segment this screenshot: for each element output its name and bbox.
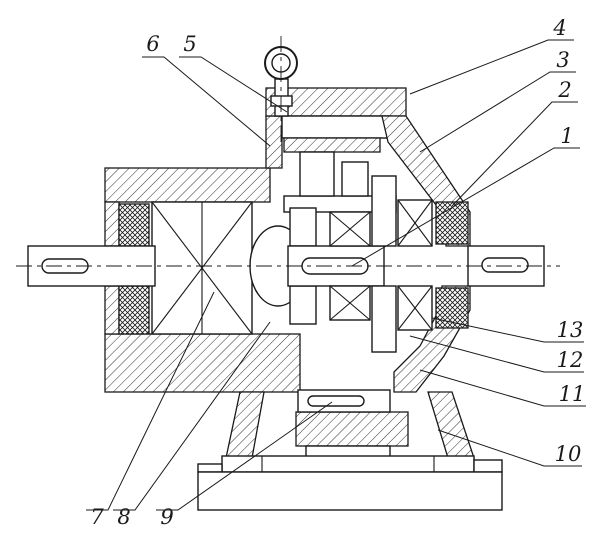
- callout-label-9: 9: [160, 505, 173, 529]
- callout-label-6: 6: [146, 32, 159, 56]
- leader-line-4: [409, 39, 574, 95]
- upper-gear-small: [341, 161, 369, 197]
- leader-line-11: [419, 369, 586, 407]
- callout-label-13: 13: [557, 318, 584, 342]
- top-cover-inner-band: [283, 137, 381, 153]
- main-gear-block: [151, 201, 253, 335]
- leader-line-3: [419, 71, 576, 153]
- bearing-cross-2: [397, 199, 433, 247]
- seal-right-upper: [435, 201, 469, 245]
- right-shaft-keyway: [481, 257, 529, 273]
- right-gear-plate-upper: [371, 175, 397, 247]
- bearing-center-lower: [329, 285, 371, 321]
- seal-right-lower: [435, 287, 469, 329]
- base-upper-plate: [221, 455, 475, 473]
- leader-lines: [86, 39, 586, 511]
- leader-line-12: [409, 335, 584, 373]
- housing-foot-right: [427, 391, 475, 459]
- leader-line-13: [431, 317, 584, 343]
- base-right-step: [473, 459, 503, 473]
- upper-gear-large: [299, 151, 335, 197]
- bottom-cover-block: [295, 411, 409, 447]
- leader-line-1: [351, 147, 580, 267]
- leader-line-8: [113, 321, 271, 511]
- callout-label-8: 8: [117, 505, 130, 529]
- hub-step-upper: [289, 207, 317, 247]
- bearing-cross-2: [329, 285, 371, 321]
- leader-line-6: [142, 56, 271, 147]
- eye-bolt-collar: [270, 95, 293, 107]
- bottom-plate-slot: [307, 395, 365, 407]
- leader-line-9: [156, 401, 333, 511]
- leader-line-2: [451, 101, 578, 207]
- callout-labels: 1 2 3 4 5 6 7 8 9 10 11 12 13: [90, 16, 585, 529]
- base-main-plate: [197, 471, 503, 511]
- callout-label-4: 4: [552, 16, 566, 40]
- housing-bottom-wall: [104, 333, 301, 393]
- centerlines: [16, 36, 560, 267]
- bearing-center-upper: [329, 211, 371, 247]
- base-assembly: [197, 389, 503, 511]
- callout-label-10: 10: [555, 442, 582, 466]
- right-gear-plate-lower: [371, 285, 397, 353]
- bearing-cross-2: [329, 211, 371, 247]
- callout-label-5: 5: [183, 32, 196, 56]
- base-left-step: [197, 463, 223, 473]
- callout-label-1: 1: [560, 124, 573, 148]
- leader-line-7: [86, 291, 215, 511]
- bearing-right-lower: [397, 285, 433, 331]
- callout-label-2: 2: [557, 78, 571, 102]
- housing-top-wall: [104, 167, 271, 203]
- seal-left-lower: [118, 285, 150, 335]
- bearing-right-upper: [397, 199, 433, 247]
- top-cover-gasket: [281, 115, 391, 139]
- center-tower-wall: [265, 115, 283, 169]
- callout-label-3: 3: [556, 48, 569, 72]
- seal-left-upper: [118, 203, 150, 247]
- left-end-cap-lower: [104, 285, 120, 335]
- hub-step-lower: [289, 285, 317, 325]
- leader-line-5: [179, 56, 288, 113]
- callout-label-12: 12: [557, 348, 584, 372]
- callout-label-7: 7: [90, 505, 104, 529]
- left-end-cap-upper: [104, 201, 120, 247]
- bearing-cross-2: [397, 285, 433, 331]
- callout-label-11: 11: [559, 382, 586, 406]
- housing-foot-left: [225, 391, 265, 459]
- leader-line-10: [437, 429, 582, 467]
